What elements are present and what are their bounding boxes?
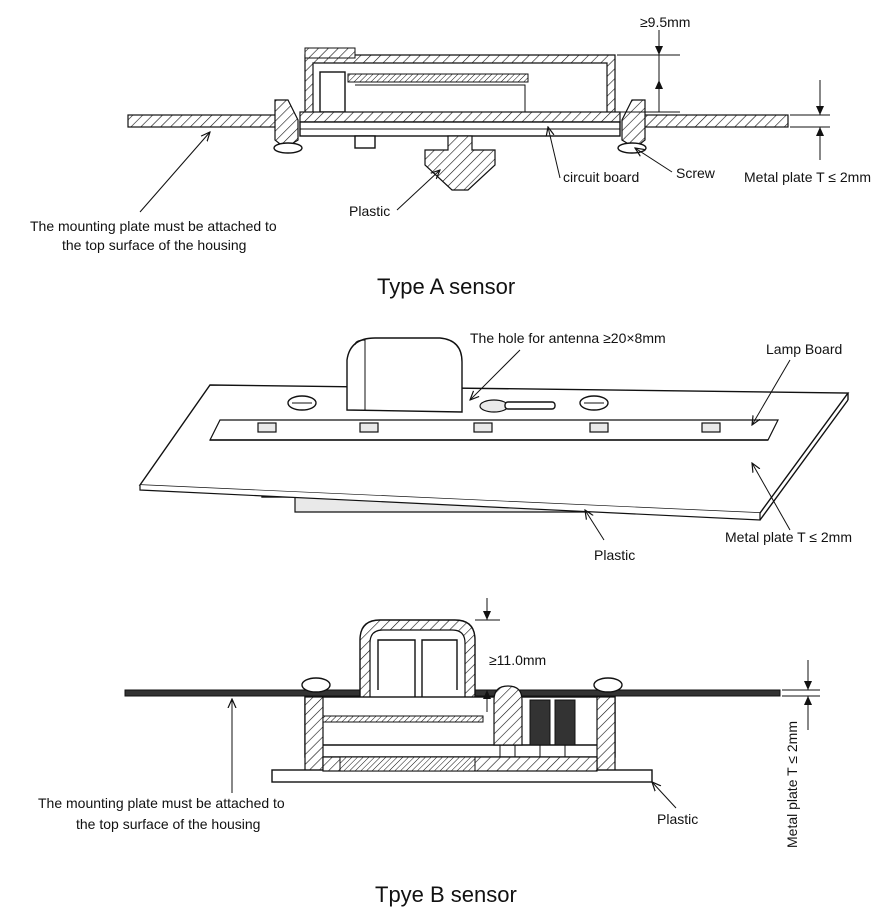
type-b-title: Tpye B sensor: [375, 882, 517, 907]
type-a-circuit-board-label: circuit board: [563, 169, 639, 185]
perspective-plastic-label: Plastic: [594, 547, 635, 563]
type-a-housing-cover: [304, 54, 616, 121]
perspective-lamp-board: [209, 419, 779, 441]
type-a-diagram: ≥9.5mm The mounting plate must be attach…: [30, 14, 871, 299]
type-a-metal-plate-label: Metal plate T ≤ 2mm: [744, 169, 871, 185]
perspective-metal-plate-label: Metal plate T ≤ 2mm: [725, 529, 852, 545]
type-a-screw-label: Screw: [676, 165, 716, 181]
type-b-screw-left: [301, 677, 331, 693]
perspective-antenna-dome: [346, 337, 463, 413]
type-a-mounting-note-line1: The mounting plate must be attached to: [30, 218, 277, 234]
type-b-mounting-note-line1: The mounting plate must be attached to: [38, 795, 285, 811]
type-a-plastic-part: [424, 135, 496, 191]
type-a-circuit-board: [299, 111, 621, 123]
perspective-antenna-hole-label: The hole for antenna ≥20×8mm: [470, 330, 666, 346]
type-b-diagram: ≥11.0mm The mounting plate must be attac…: [38, 598, 820, 907]
type-b-base: [271, 769, 653, 783]
type-a-title: Type A sensor: [377, 274, 515, 299]
type-b-metal-plate-label: Metal plate T ≤ 2mm: [784, 721, 800, 848]
type-a-metal-plate-right: [627, 114, 789, 128]
type-b-mounting-note-line2: the top surface of the housing: [76, 816, 260, 832]
perspective-antenna-hole: [479, 399, 509, 413]
type-a-plastic-label: Plastic: [349, 203, 390, 219]
type-b-screw-right: [593, 677, 623, 693]
type-b-dim-height: ≥11.0mm: [489, 652, 546, 668]
type-a-mounting-note-line2: the top surface of the housing: [62, 237, 246, 253]
type-a-dim-height: ≥9.5mm: [640, 14, 690, 30]
type-a-clip-right: [621, 99, 646, 149]
perspective-lamp-board-label: Lamp Board: [766, 341, 842, 357]
perspective-diagram: The hole for antenna ≥20×8mm Lamp Board …: [138, 330, 852, 563]
type-a-metal-plate-left: [127, 114, 289, 128]
type-b-plastic-label: Plastic: [657, 811, 698, 827]
type-a-clip-left: [274, 99, 299, 149]
